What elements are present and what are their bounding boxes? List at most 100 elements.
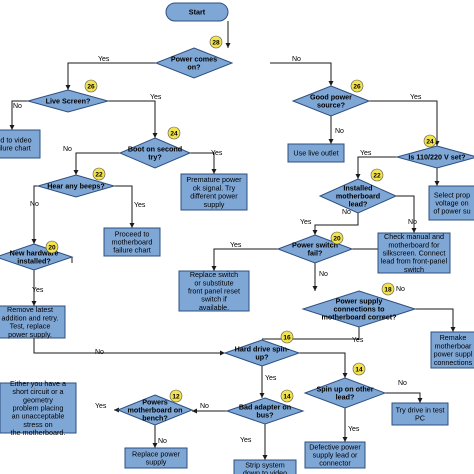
- node-hd-spin: Hard drive spin-up?16: [223, 330, 301, 367]
- node-label-line: silkscreen. Connect: [383, 249, 446, 258]
- arrowhead: [328, 81, 334, 86]
- step-badge-number: 14: [283, 393, 291, 400]
- arrowhead: [328, 139, 334, 144]
- process-shape: [233, 459, 297, 474]
- node-label-line: bench?: [142, 414, 168, 423]
- node-live-screen: Live Screen?26: [26, 79, 110, 113]
- node-label-line: motherboard on: [127, 406, 182, 415]
- node-label-line: supply lead or: [313, 451, 358, 460]
- step-badge: [169, 389, 183, 403]
- node-label-line: available.: [199, 303, 229, 312]
- node-label-line: connector: [319, 459, 351, 468]
- node-label-line: Replace power: [132, 449, 181, 458]
- arrowhead: [355, 174, 361, 179]
- connector-line: [100, 100, 156, 138]
- step-badge-number: 26: [353, 83, 361, 90]
- node-label-line: Test, replace: [10, 322, 51, 331]
- node-label-line: Replace switch: [190, 270, 238, 279]
- node-label-line: up?: [255, 353, 268, 362]
- step-badge: [280, 389, 294, 403]
- arrowhead: [411, 228, 417, 233]
- node-label-line: geometry: [23, 395, 53, 404]
- step-badge: [423, 134, 437, 148]
- node-label-line: Strip system: [245, 460, 285, 469]
- node-label-line: Bad adapter on: [239, 402, 291, 411]
- process-shape: [430, 331, 474, 369]
- node-label-line: New hardware: [10, 248, 59, 257]
- process-shape: [0, 129, 41, 159]
- node-label-line: supply: [204, 200, 225, 209]
- decision-shape: [303, 377, 387, 409]
- edge-label-yes: Yes: [134, 202, 146, 209]
- connector-line: [190, 152, 215, 174]
- arrowhead: [211, 266, 217, 271]
- edge-label-yes: Yes: [32, 287, 44, 294]
- node-label-line: power supply.: [8, 330, 52, 339]
- arrowhead: [259, 393, 265, 398]
- node-label-line: the motherboard.: [11, 428, 66, 437]
- step-badge: [381, 282, 395, 296]
- node-start: Start: [165, 2, 229, 22]
- node-label-line: Remake: [440, 333, 467, 342]
- edge-label-no: No: [13, 103, 22, 110]
- arrowhead: [152, 133, 158, 138]
- node-label-line: Defective power: [309, 442, 361, 451]
- node-label-line: lead?: [349, 200, 368, 209]
- node-label: Hard drive spin-up?: [235, 344, 290, 361]
- edge-label-yes: Yes: [98, 56, 110, 63]
- edge-label-yes: Yes: [352, 337, 364, 344]
- node-label-line: voltage on: [435, 199, 468, 208]
- arrowhead: [31, 239, 37, 244]
- decision-shape: [116, 394, 194, 426]
- process-shape: [287, 143, 345, 163]
- node-label-line: switch: [404, 265, 424, 274]
- node-label: Is 110/220 V set?: [408, 153, 465, 162]
- node-label-line: power suppl: [434, 350, 473, 359]
- node-label-line: Check manual and: [384, 232, 444, 241]
- decision-shape: [291, 85, 371, 117]
- node-label-line: short circuit or a: [12, 387, 63, 396]
- step-badge-number: 20: [333, 235, 341, 242]
- connector-line: [385, 392, 421, 403]
- arrowhead: [192, 408, 197, 414]
- arrowhead: [129, 223, 135, 228]
- node-label-line: front panel reset: [188, 287, 240, 296]
- step-badge: [370, 168, 384, 182]
- arrowhead: [65, 85, 71, 90]
- edge-label-yes: Yes: [410, 94, 422, 101]
- node-label-line: source?: [317, 101, 345, 110]
- step-badge-number: 22: [373, 172, 381, 179]
- step-badge: [84, 79, 98, 93]
- decision-shape: [301, 290, 417, 328]
- node-label-line: Spin up on other: [316, 384, 373, 393]
- edge-label-no: No: [396, 286, 405, 293]
- step-badge: [330, 231, 344, 245]
- arrowhead: [262, 455, 268, 460]
- step-badge: [167, 126, 181, 140]
- edge-label-no: No: [158, 438, 167, 445]
- node-label-line: different power: [190, 192, 238, 201]
- node-label-line: Hear any beeps?: [47, 182, 105, 191]
- node-label-line: down to video: [243, 469, 287, 474]
- connector-line: [33, 185, 38, 244]
- decision-shape: [26, 89, 110, 113]
